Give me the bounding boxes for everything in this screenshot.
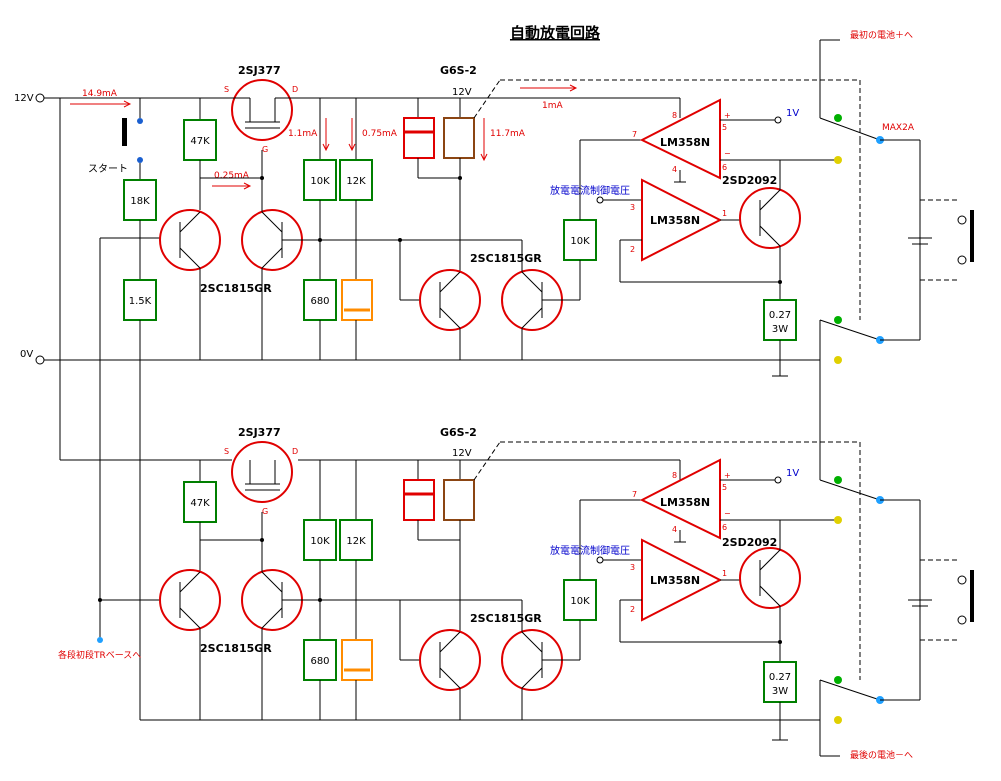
darlington-label: 2SD2092: [722, 174, 777, 187]
res-10k-b-b: 10K: [570, 596, 590, 607]
opamp-3: [639, 458, 721, 540]
current-main: 14.9mA: [82, 89, 118, 99]
tr-pair-label: 2SC1815GR: [200, 282, 272, 295]
cap-top: [341, 279, 373, 321]
op1-p8: 8: [672, 111, 677, 120]
op1-plus: +: [724, 111, 731, 120]
ref-v: 1V: [786, 108, 799, 119]
opamp-2: [641, 178, 723, 262]
op1-p5: 5: [722, 123, 727, 132]
terminal-12v: [35, 93, 45, 103]
npn-7: [419, 629, 481, 691]
tr-pair2-label: 2SC1815GR: [470, 252, 542, 265]
res-47k: 47K: [190, 136, 210, 147]
opamp-1-label: LM358N: [660, 136, 710, 149]
darlington-2sd2092-b: [739, 547, 801, 609]
opamp-1: [639, 98, 721, 180]
op2-p2: 2: [630, 245, 635, 254]
fet-g-b: G: [262, 507, 268, 516]
terminal-0v-label: 0V: [20, 349, 33, 360]
res-10k-b: 10K: [570, 236, 590, 247]
op3-p7: 7: [632, 490, 637, 499]
rsense-1-b: 0.27: [769, 672, 791, 683]
opamp-4-label: LM358N: [650, 574, 700, 587]
res-18k: 18K: [130, 196, 150, 207]
relay-v: 12V: [452, 87, 472, 98]
opamp-2-label: LM358N: [650, 214, 700, 227]
terminal-0v: [35, 355, 45, 365]
op3-p8: 8: [672, 471, 677, 480]
fet-g: G: [262, 145, 268, 154]
relay-contact-top: [443, 117, 475, 159]
current-relay: 11.7mA: [490, 129, 526, 139]
op4-p3: 3: [630, 563, 635, 572]
tr-pair-label-b: 2SC1815GR: [200, 642, 272, 655]
start-switch: [122, 118, 127, 146]
res-12k-b: 12K: [346, 536, 366, 547]
op4-p1: 1: [722, 569, 727, 578]
res-680-b: 680: [310, 656, 329, 667]
next-stage-label: 各段初段TRベースへ: [58, 649, 141, 661]
diagram-title: 自動放電回路: [510, 24, 601, 42]
terminal-12v-label: 12V: [14, 93, 34, 104]
op3-p6: 6: [722, 523, 727, 532]
res-47k-b: 47K: [190, 498, 210, 509]
op1-p7: 7: [632, 130, 637, 139]
relay-label: G6S-2: [440, 64, 477, 77]
fet-s-b: S: [224, 447, 229, 456]
op3-p4: 4: [672, 525, 677, 534]
relay-coil-top: [403, 117, 435, 159]
opamp-4: [641, 538, 723, 622]
npn-3: [419, 269, 481, 331]
fet-label: 2SJ377: [238, 64, 281, 77]
relay-contact-bottom: [443, 479, 475, 521]
current-10k: 1.1mA: [288, 129, 318, 139]
op2-p3: 3: [630, 203, 635, 212]
fet-s: S: [224, 85, 229, 94]
op1-p4: 4: [672, 165, 677, 174]
darlington-label-b: 2SD2092: [722, 536, 777, 549]
current-12k: 0.75mA: [362, 129, 398, 139]
cap-bottom: [341, 639, 373, 681]
fet-label-b: 2SJ377: [238, 426, 281, 439]
op3-minus: −: [724, 509, 731, 518]
op1-p6: 6: [722, 163, 727, 172]
npn-5: [159, 569, 221, 631]
fet-d-b: D: [292, 447, 298, 456]
relay-v-b: 12V: [452, 448, 472, 459]
batt-label-top: 最初の電池＋へ: [850, 29, 913, 41]
ctrl-label: 放電電流制御電圧: [550, 184, 630, 197]
res-1-5k: 1.5K: [129, 296, 152, 307]
res-10k-a: 10K: [310, 176, 330, 187]
start-label: スタート: [88, 163, 128, 175]
op3-plus: +: [724, 471, 731, 480]
res-680: 680: [310, 296, 329, 307]
ctrl-label-b: 放電電流制御電圧: [550, 544, 630, 557]
res-12k: 12K: [346, 176, 366, 187]
batt-label-bottom: 最後の電池－へ: [850, 749, 913, 761]
npn-1: [159, 209, 221, 271]
op2-p1: 1: [722, 209, 727, 218]
current-gate: 0.25mA: [214, 171, 250, 181]
current-opamp: 1mA: [542, 101, 563, 111]
rsense-2-b: 3W: [772, 686, 788, 697]
rsense-2: 3W: [772, 324, 788, 335]
op4-p2: 2: [630, 605, 635, 614]
relay-coil-bottom: [403, 479, 435, 521]
fet-d: D: [292, 85, 298, 94]
ref-v-b: 1V: [786, 468, 799, 479]
fet-2sj377-b: [231, 441, 293, 503]
darlington-2sd2092: [739, 187, 801, 249]
fet-2sj377: [231, 79, 293, 141]
tr-pair2-label-b: 2SC1815GR: [470, 612, 542, 625]
res-10k-a-b: 10K: [310, 536, 330, 547]
max-label: MAX2A: [882, 123, 915, 133]
op1-minus: −: [724, 149, 731, 158]
rsense-1: 0.27: [769, 310, 791, 321]
op3-p5: 5: [722, 483, 727, 492]
relay-label-b: G6S-2: [440, 426, 477, 439]
opamp-3-label: LM358N: [660, 496, 710, 509]
